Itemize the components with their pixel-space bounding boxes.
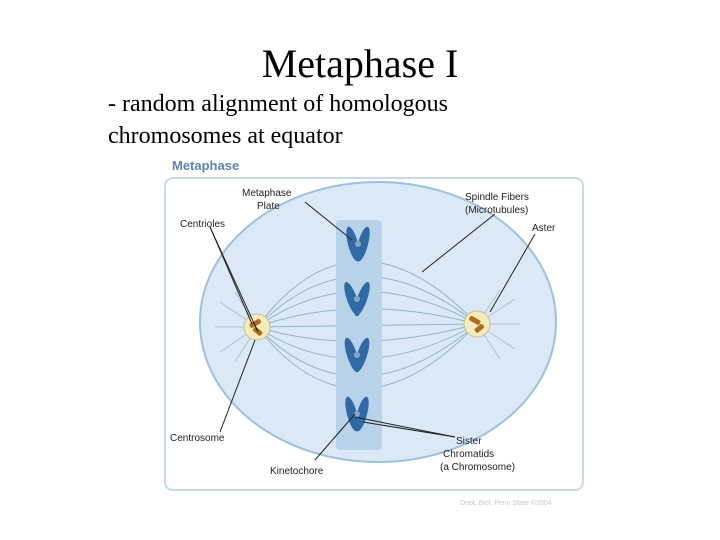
metaphase-diagram: Metaphase xyxy=(160,152,590,512)
label-metaphase-plate-2: Plate xyxy=(257,201,280,212)
metaphase-diagram-svg: Metaphase xyxy=(164,158,584,507)
chromosome-3 xyxy=(344,337,370,373)
chromosome-1 xyxy=(346,226,370,262)
chromosome-4 xyxy=(345,396,369,432)
label-metaphase-plate-1: Metaphase xyxy=(242,188,292,199)
label-centrioles: Centrioles xyxy=(180,219,225,230)
chromosome-2 xyxy=(344,281,370,317)
label-kinetochore: Kinetochore xyxy=(270,466,324,477)
chromosomes xyxy=(344,226,370,432)
slide-body-text: - random alignment of homologous chromos… xyxy=(108,88,628,152)
centrosome-left xyxy=(243,313,271,341)
label-sister-2: Chromatids xyxy=(443,449,494,460)
leader-lines xyxy=(209,201,536,461)
diagram-credit: Dept. Biol. Penn State ©2004 xyxy=(460,499,552,507)
label-spindle-fibers-2: (Microtubules) xyxy=(465,205,528,216)
metaphase-plate xyxy=(336,220,382,450)
slide-title: Metaphase I xyxy=(261,41,459,86)
label-centrosome: Centrosome xyxy=(170,433,225,444)
label-sister-3: (a Chromosome) xyxy=(440,462,515,473)
diagram-heading: Metaphase xyxy=(172,158,239,173)
label-spindle-fibers-1: Spindle Fibers xyxy=(465,192,529,203)
label-aster: Aster xyxy=(532,223,556,234)
body-line-2: chromosomes at equator xyxy=(108,123,343,149)
body-line-1: - random alignment of homologous xyxy=(108,91,448,117)
label-sister-1: Sister xyxy=(456,436,482,447)
centrosome-right xyxy=(463,310,491,338)
